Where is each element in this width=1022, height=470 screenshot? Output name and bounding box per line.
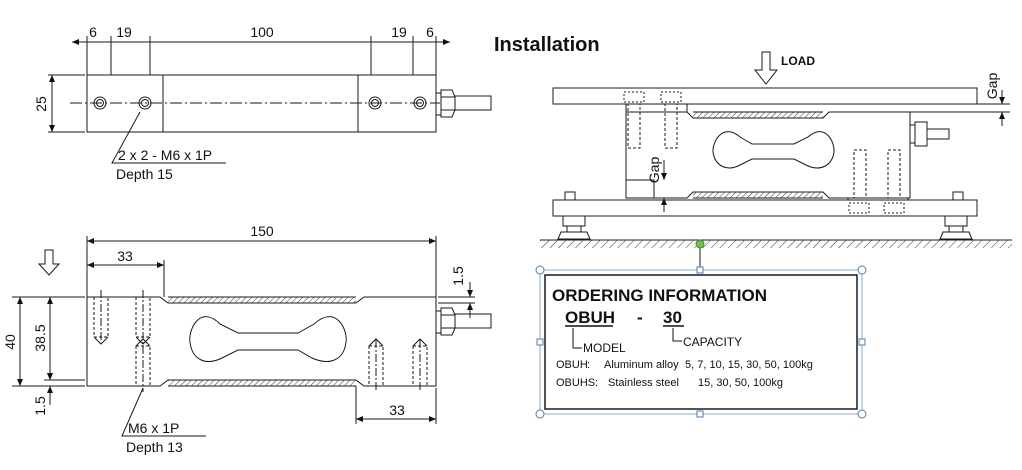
installation-title: Installation (494, 34, 600, 56)
ordering-title: ORDERING INFORMATION (552, 286, 767, 305)
dim-25: 25 (33, 96, 49, 112)
dim-6-left: 6 (89, 24, 97, 40)
capacity-code: 30 (663, 308, 682, 327)
dim-19-left: 19 (116, 24, 132, 40)
load-arrow-icon (753, 51, 779, 85)
dim-6-right: 6 (426, 24, 434, 40)
row-obuh-code: OBUH (556, 359, 588, 371)
load-label: LOAD (781, 54, 815, 68)
side-view-labels: 150 33 1.5 40 38.5 1.5 33 M6 x 1P Depth … (2, 223, 466, 455)
row-obuh-material: Aluminum alloy (604, 359, 679, 371)
dim-19-right: 19 (391, 24, 407, 40)
row-obuhs-material: Stainless steel (608, 377, 679, 389)
hole-note-top-line1: 2 x 2 - M6 x 1P (118, 147, 212, 163)
dim-33-top: 33 (117, 248, 133, 264)
dim-33-bottom: 33 (389, 402, 405, 418)
row-obuh-sep: : (587, 359, 590, 371)
dim-100: 100 (250, 24, 274, 40)
model-code: OBUH (565, 308, 615, 327)
gap-label-top: Gap (984, 73, 1000, 100)
top-view-labels: 6 19 100 19 6 25 2 x 2 - M6 x 1P Depth 1… (33, 24, 434, 182)
dim-40: 40 (2, 334, 18, 350)
selection-handles[interactable] (535, 265, 867, 419)
dim-38-5: 38.5 (32, 324, 48, 351)
load-arrow-icon (37, 249, 61, 276)
row-obuhs-sep: : (595, 377, 598, 389)
gap-label-inner: Gap (646, 157, 662, 184)
hole-note-top-line2: Depth 15 (116, 166, 173, 182)
hole-note-side-line1: M6 x 1P (128, 420, 179, 436)
ordering-info-box[interactable]: ORDERING INFORMATION OBUH - 30 MODEL CAP… (535, 265, 867, 419)
installation-view (540, 51, 1012, 270)
dim-1-5-top: 1.5 (450, 266, 466, 286)
model-label: MODEL (583, 341, 626, 355)
dim-1-5-bottom: 1.5 (32, 396, 48, 416)
side-view (12, 236, 492, 437)
dim-150: 150 (250, 223, 274, 239)
capacity-label: CAPACITY (683, 335, 742, 349)
row-obuh-capacities: 5, 7, 10, 15, 30, 50, 100kg (685, 359, 813, 371)
code-dash: - (637, 308, 643, 327)
hole-note-side-line2: Depth 13 (126, 439, 183, 455)
row-obuhs-code: OBUHS (556, 377, 595, 389)
rotate-handle[interactable] (695, 239, 705, 249)
installation-labels: LOAD Gap Gap (646, 54, 1000, 183)
top-view (48, 36, 492, 164)
row-obuhs-capacities: 15, 30, 50, 100kg (698, 377, 783, 389)
